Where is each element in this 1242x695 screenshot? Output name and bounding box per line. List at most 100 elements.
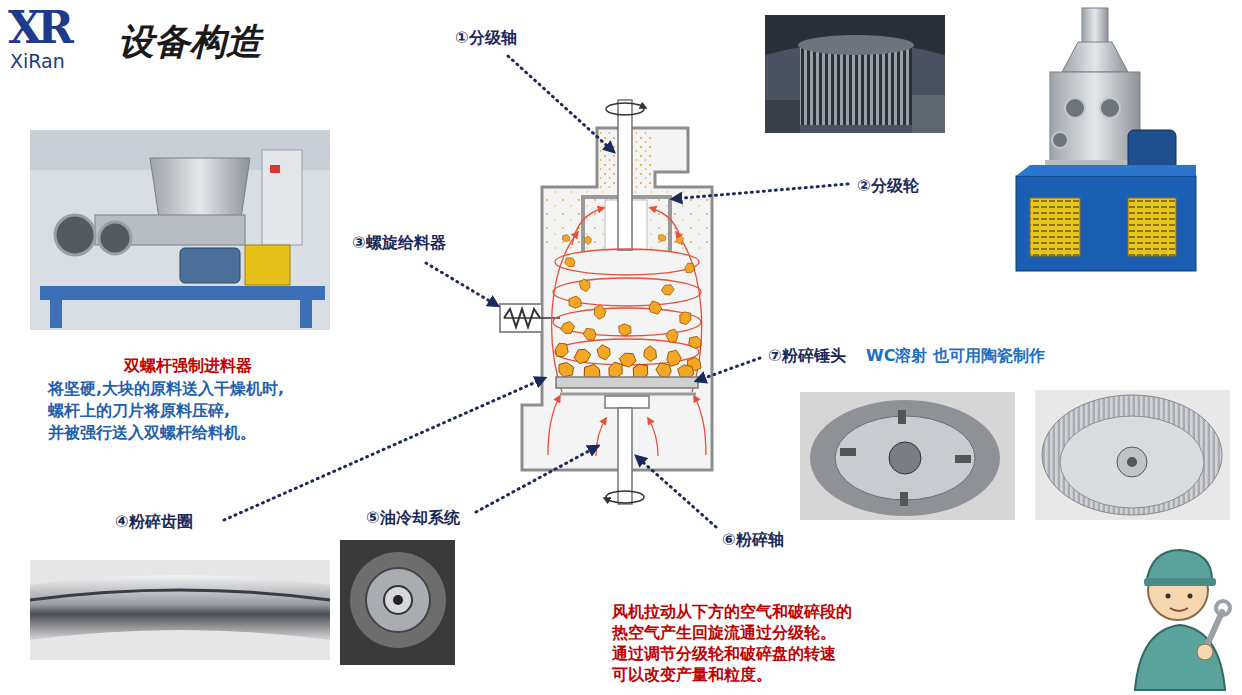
leader-line <box>476 446 598 512</box>
classifier-wheel-photo <box>912 95 945 133</box>
callout-label: ⑥粉碎轴 <box>722 530 784 550</box>
feeder-photo <box>50 300 62 328</box>
feeder-photo <box>55 215 95 255</box>
machine-render <box>1082 8 1108 44</box>
worker-cartoon <box>1216 601 1230 615</box>
hammer-photo <box>810 400 1000 516</box>
logo-mark: XR <box>8 0 69 55</box>
classifier-wheel-photo <box>765 15 945 133</box>
machine-render <box>1062 42 1128 72</box>
material-particles <box>553 233 703 383</box>
grinding-ring-photo <box>30 590 330 600</box>
worker-cartoon <box>1135 550 1230 690</box>
hammer-photo <box>800 392 1015 520</box>
machine-section <box>640 105 646 108</box>
hammer-photo <box>1035 390 1230 520</box>
worker-cartoon <box>1170 608 1188 611</box>
hammer-photo <box>900 492 908 506</box>
material-particles <box>568 295 583 309</box>
hammer-photo <box>955 455 971 463</box>
material-particles <box>667 350 681 366</box>
feeder-photo <box>30 130 330 330</box>
material-particles <box>581 325 599 343</box>
leader-line <box>426 263 498 306</box>
hammer-photo <box>1117 447 1147 477</box>
swirl-flow <box>548 396 560 455</box>
material-particles <box>660 283 675 297</box>
operation-note: 风机拉动从下方的空气和破碎段的 热空气产生回旋流通过分级轮。 通过调节分级轮和破… <box>612 601 912 685</box>
callout-label: ③螺旋给料器 <box>352 233 446 253</box>
material-particles <box>553 341 570 359</box>
material-particles <box>593 305 607 320</box>
classifier-wheel-photo <box>800 45 912 125</box>
callout-label: ④粉碎齿圈 <box>115 512 193 532</box>
machine-render <box>1016 176 1196 271</box>
swirl-flow <box>572 208 604 245</box>
swirl-flow <box>596 418 606 456</box>
leader-line <box>508 56 614 152</box>
machine-section <box>556 377 698 388</box>
oil-cooling-photo <box>366 568 430 632</box>
classifier-wheel-photo <box>765 15 945 55</box>
feeder-photo <box>245 245 290 285</box>
oil-cooling-photo <box>340 540 455 665</box>
machine-section <box>500 100 712 504</box>
material-particles <box>617 323 632 337</box>
worker-cartoon <box>1144 578 1216 586</box>
feeder-note: 将坚硬,大块的原料送入干燥机时, 螺杆上的刀片将原料压碎, 并被强行送入双螺杆给… <box>48 378 348 444</box>
machine-section <box>560 393 696 396</box>
material-particles <box>641 345 658 363</box>
hammer-photo <box>835 416 975 500</box>
machine-render <box>1065 98 1085 118</box>
oil-cooling-photo <box>340 540 455 665</box>
hammer-photo <box>800 392 1015 520</box>
worker-cartoon <box>1166 594 1171 599</box>
leader-line <box>224 56 848 527</box>
machine-render <box>1128 198 1176 256</box>
grinding-ring-photo <box>30 560 330 660</box>
feeder-heading: 双螺杆强制进料器 <box>48 356 328 376</box>
material-particles <box>583 235 593 245</box>
material-particles <box>559 320 577 337</box>
leader-line <box>224 378 545 520</box>
material-particles <box>657 233 667 243</box>
leader-line <box>672 184 848 199</box>
callout-label: ②分级轮 <box>857 176 919 196</box>
material-particles <box>687 334 704 350</box>
worker-cartoon <box>1197 644 1213 660</box>
material-particles <box>674 235 685 246</box>
material-particles <box>561 233 571 243</box>
feeder-photo <box>300 300 312 328</box>
hammer-photo <box>1042 395 1222 515</box>
grinding-ring-photo <box>30 575 330 640</box>
hammer-photo <box>1035 390 1230 520</box>
material-particles <box>646 299 664 317</box>
swirl-flow <box>555 249 699 275</box>
machine-render <box>1016 165 1196 176</box>
material-particles <box>572 346 593 367</box>
machine-render <box>1016 8 1196 271</box>
material-particles <box>577 277 592 293</box>
swirl-flow <box>694 396 706 455</box>
feeder-photo <box>270 165 280 173</box>
hammer-photo <box>1127 457 1137 467</box>
hammer-photo <box>889 442 921 474</box>
leader-line <box>696 358 760 381</box>
machine-section <box>606 103 644 115</box>
machine-render <box>1100 98 1120 118</box>
callout-label: ⑦粉碎锤头 <box>768 346 846 366</box>
machine-section <box>606 491 644 503</box>
material-particles <box>563 255 577 269</box>
classifier-wheel-photo <box>765 15 945 133</box>
callout-label: ⑤油冷却系统 <box>366 508 460 528</box>
worker-cartoon <box>1188 594 1193 599</box>
hammer-photo <box>840 448 856 456</box>
material-particles <box>684 261 697 274</box>
callout-label: ①分级轴 <box>455 28 517 48</box>
hammer-photo <box>1060 416 1204 508</box>
machine-section <box>605 396 649 408</box>
oil-cooling-photo <box>384 586 412 614</box>
